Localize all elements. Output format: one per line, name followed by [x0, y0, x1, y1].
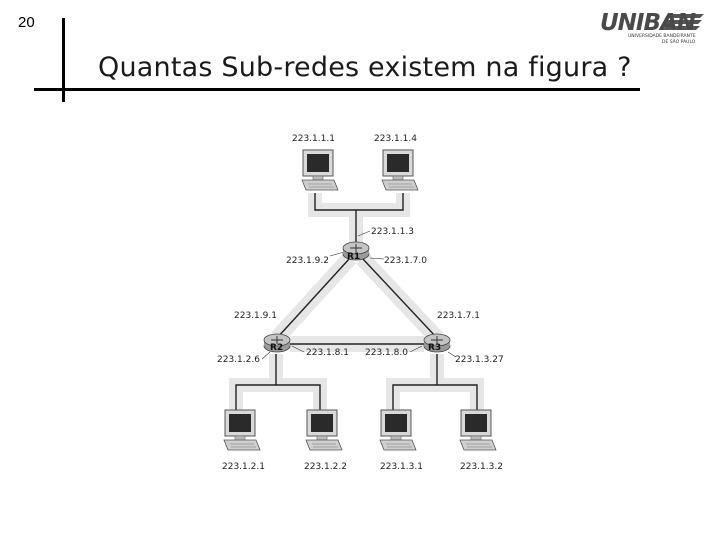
- link-lines: [235, 193, 478, 412]
- horizontal-rule: [34, 88, 640, 91]
- host-computer-icon: [223, 409, 261, 451]
- interface-address: 223.1.7.1: [437, 311, 480, 321]
- interface-address: 223.1.2.6: [217, 355, 260, 365]
- interface-address: 223.1.8.0: [365, 348, 408, 358]
- logo-line2: DE SÃO PAULO: [662, 40, 696, 45]
- label-leaders: [261, 230, 457, 360]
- slide-number: 20: [18, 14, 35, 31]
- host-address: 223.1.1.4: [374, 134, 417, 144]
- uniban-logo: UNIBAN UNIVERSIDADE BANDEIRANTE DE SÃO P…: [596, 10, 708, 45]
- router-label-r3: R3: [428, 343, 441, 353]
- logo-stripes-icon: [662, 14, 704, 30]
- host-computer-icon: [381, 149, 419, 191]
- slide-title: Quantas Sub-redes existem na figura ?: [98, 52, 632, 83]
- host-computer-icon: [301, 149, 339, 191]
- router-label-r1: R1: [347, 252, 360, 262]
- host-computer-icon: [459, 409, 497, 451]
- host-address: 223.1.3.1: [380, 462, 423, 472]
- host-address: 223.1.2.1: [222, 462, 265, 472]
- interface-address: 223.1.1.3: [371, 227, 414, 237]
- vertical-rule: [62, 18, 65, 102]
- interface-address: 223.1.7.0: [384, 256, 427, 266]
- interface-address: 223.1.9.2: [286, 256, 329, 266]
- interface-address: 223.1.9.1: [234, 311, 277, 321]
- host-address: 223.1.2.2: [304, 462, 347, 472]
- host-computer-icon: [379, 409, 417, 451]
- interface-address: 223.1.3.27: [455, 355, 504, 365]
- host-computer-icon: [305, 409, 343, 451]
- router-label-r2: R2: [270, 343, 283, 353]
- logo-wordmark: UNIBAN: [600, 10, 696, 36]
- host-address: 223.1.3.2: [460, 462, 503, 472]
- logo-line1: UNIVERSIDADE BANDEIRANTE: [628, 34, 696, 39]
- host-address: 223.1.1.1: [292, 134, 335, 144]
- interface-address: 223.1.8.1: [306, 348, 349, 358]
